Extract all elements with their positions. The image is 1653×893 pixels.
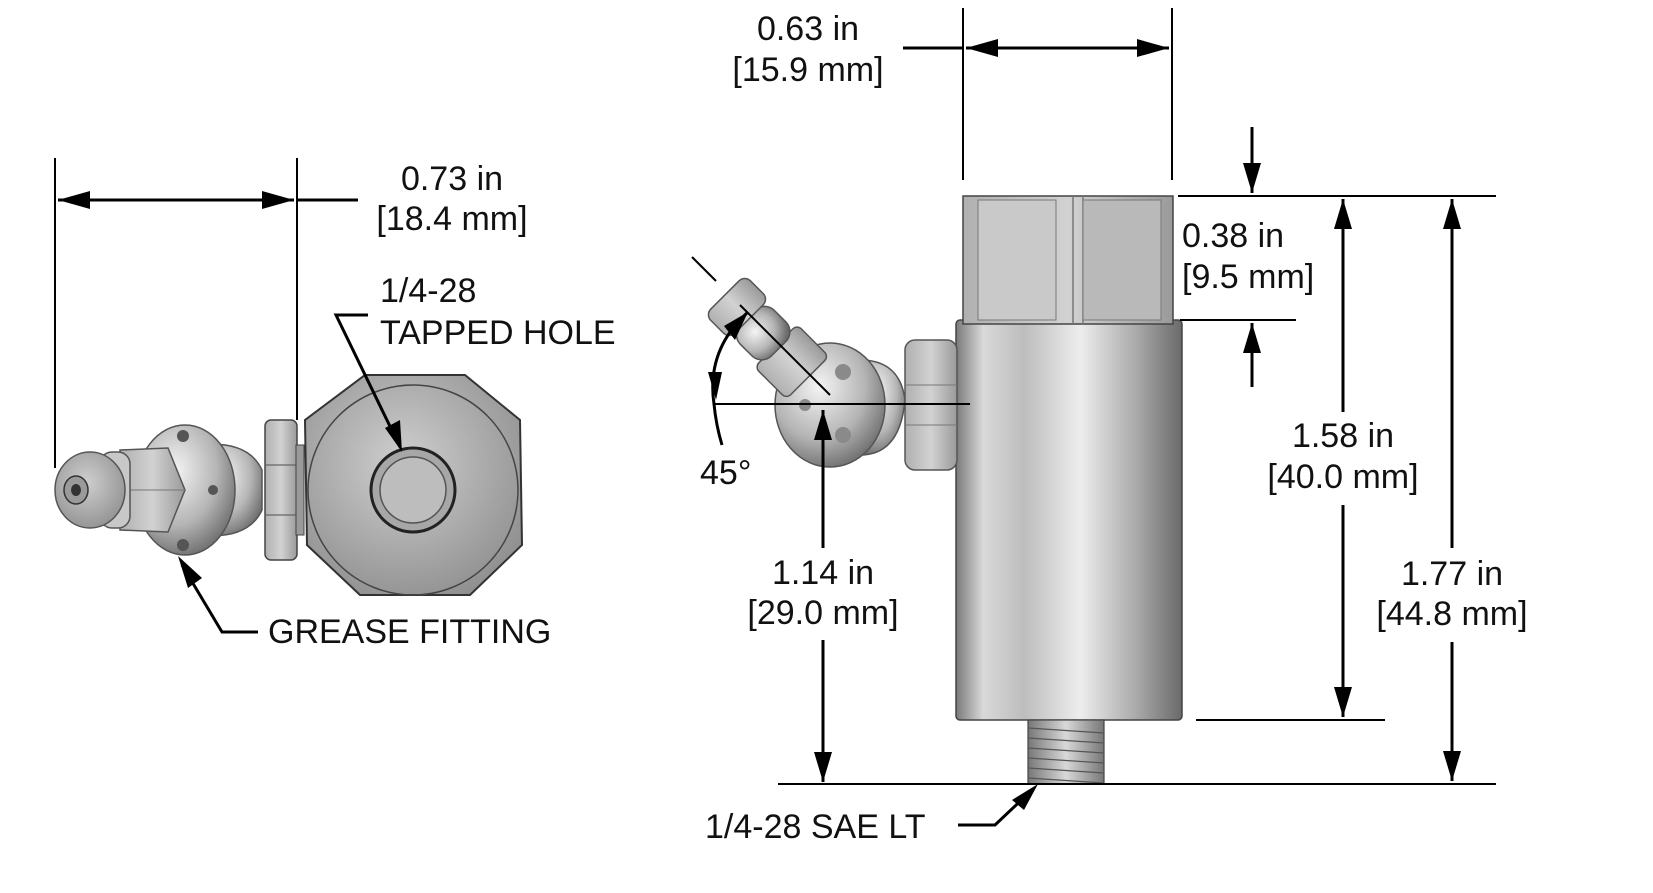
- arrowhead-icon: [1137, 39, 1169, 57]
- sensor-body: [955, 195, 1183, 785]
- arrowhead-icon: [966, 39, 998, 57]
- angle-axis-line-inner: [739, 304, 831, 396]
- fitting-height-in: 1.14 in: [772, 554, 874, 592]
- grease-fitting-leader: [180, 564, 258, 634]
- arrowhead-icon: [1443, 751, 1461, 781]
- arrowhead-icon: [1012, 784, 1038, 810]
- arrowhead-icon: [178, 556, 202, 588]
- side-width-in: 0.73 in: [401, 160, 503, 198]
- front-width-mm: [15.9 mm]: [732, 51, 883, 89]
- front-view: 0.63 in [15.9 mm] 0.38 in [9.5 mm] 1.58 …: [691, 8, 1528, 846]
- tapped-hole-label-line2: TAPPED HOLE: [380, 314, 616, 352]
- fitting-height-mm: [29.0 mm]: [747, 594, 898, 632]
- arrowhead-icon: [262, 191, 294, 209]
- angle-label: 45°: [700, 454, 751, 492]
- grease-fitting-side: [54, 419, 305, 561]
- flat-dim-in: 0.38 in: [1182, 217, 1284, 255]
- arrowhead-icon: [814, 752, 832, 782]
- arrowhead-icon: [1334, 687, 1352, 717]
- angle-axis-line-outer: [691, 256, 717, 282]
- body-height-mm: [40.0 mm]: [1267, 458, 1418, 496]
- thread-label: 1/4-28 SAE LT: [705, 808, 926, 846]
- tapped-hole-label-line1: 1/4-28: [380, 272, 476, 310]
- arrowhead-icon: [724, 312, 748, 340]
- flat-dim-mm: [9.5 mm]: [1182, 258, 1314, 296]
- sensor-end-view: [303, 374, 524, 596]
- overall-height-in: 1.77 in: [1401, 555, 1503, 593]
- arrowhead-icon: [1443, 199, 1461, 229]
- side-width-mm: [18.4 mm]: [376, 200, 527, 238]
- front-width-in: 0.63 in: [757, 10, 859, 48]
- body-height-in: 1.58 in: [1292, 417, 1394, 455]
- arrowhead-icon: [1243, 323, 1261, 353]
- arrowhead-icon: [814, 410, 832, 440]
- arrowhead-icon: [708, 372, 722, 400]
- arrowhead-icon: [385, 420, 402, 452]
- grease-fitting-label: GREASE FITTING: [268, 613, 551, 651]
- arrowhead-icon: [1243, 163, 1261, 193]
- side-view: 0.73 in [18.4 mm] 1/4-28 TAPPED HOLE GRE…: [54, 158, 616, 651]
- overall-height-mm: [44.8 mm]: [1376, 595, 1527, 633]
- arrowhead-icon: [1334, 199, 1352, 229]
- grease-fitting-front: [707, 277, 958, 471]
- tapped-hole-leader: [333, 313, 402, 448]
- arrowhead-icon: [58, 191, 90, 209]
